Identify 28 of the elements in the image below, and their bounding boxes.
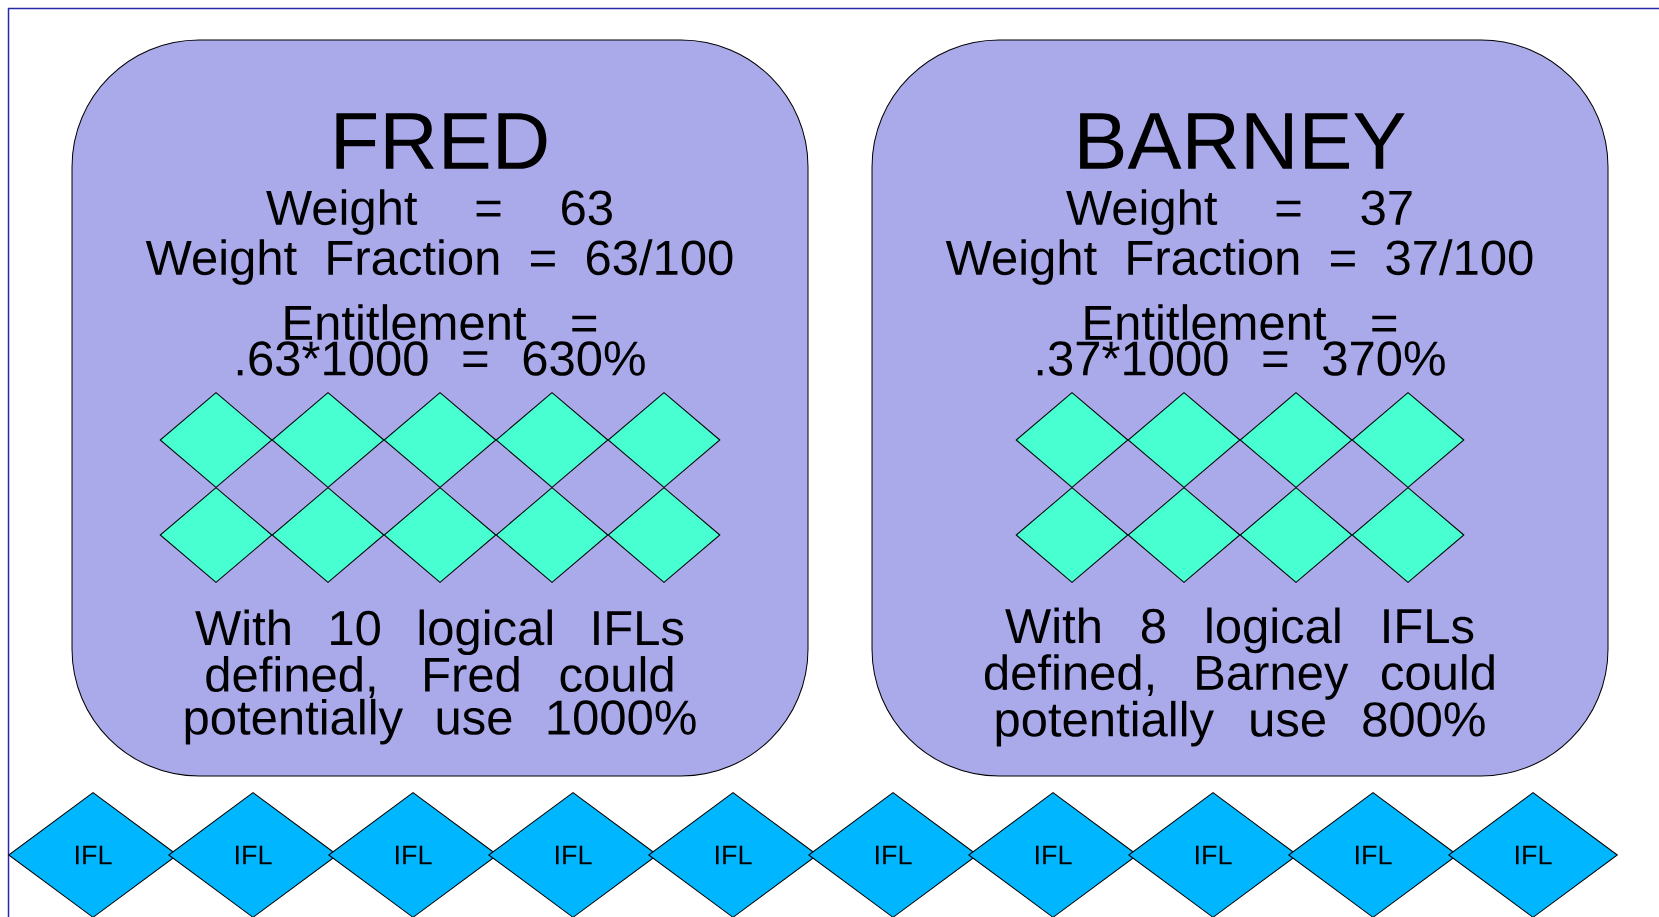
diamond-shape [607, 487, 721, 583]
diamond-shape [271, 392, 385, 488]
diamond-shape [1239, 487, 1353, 583]
diamond-shape [495, 392, 609, 488]
diamond-shape [383, 392, 497, 488]
entitlement-text: Entitlement = .37*1000 = 370% [1037, 304, 1445, 376]
diamond-shape [1127, 487, 1241, 583]
entitlement-text: Entitlement = .63*1000 = 630% [237, 304, 645, 376]
diamond-shape [1239, 392, 1353, 488]
weight-text: Weight = 37 [1066, 189, 1412, 235]
panel-title: BARNEY [1080, 113, 1405, 169]
diamond-shape [1015, 392, 1129, 488]
diamond-shape [1351, 487, 1465, 583]
diamond-shape [607, 392, 721, 488]
diamond-shape [495, 487, 609, 583]
description-text: With 10 logical IFLs defined, Fred could potentially use 1000% [185, 609, 696, 745]
diamond-shape [1351, 392, 1465, 488]
diamond-shape [159, 487, 273, 583]
weight-text: Weight = 63 [266, 189, 612, 235]
diamond-shape [383, 487, 497, 583]
diamond-shape [1127, 392, 1241, 488]
diamond-shape [271, 487, 385, 583]
panel-title: FRED [336, 113, 547, 169]
fraction-text: Weight Fraction = 63/100 [145, 239, 733, 285]
description-text: With 8 logical IFLs defined, Barney could potentially use 800% [984, 607, 1494, 747]
diamond-shape [1015, 487, 1129, 583]
diamond-shape [159, 392, 273, 488]
fraction-text: Weight Fraction = 37/100 [945, 239, 1533, 285]
